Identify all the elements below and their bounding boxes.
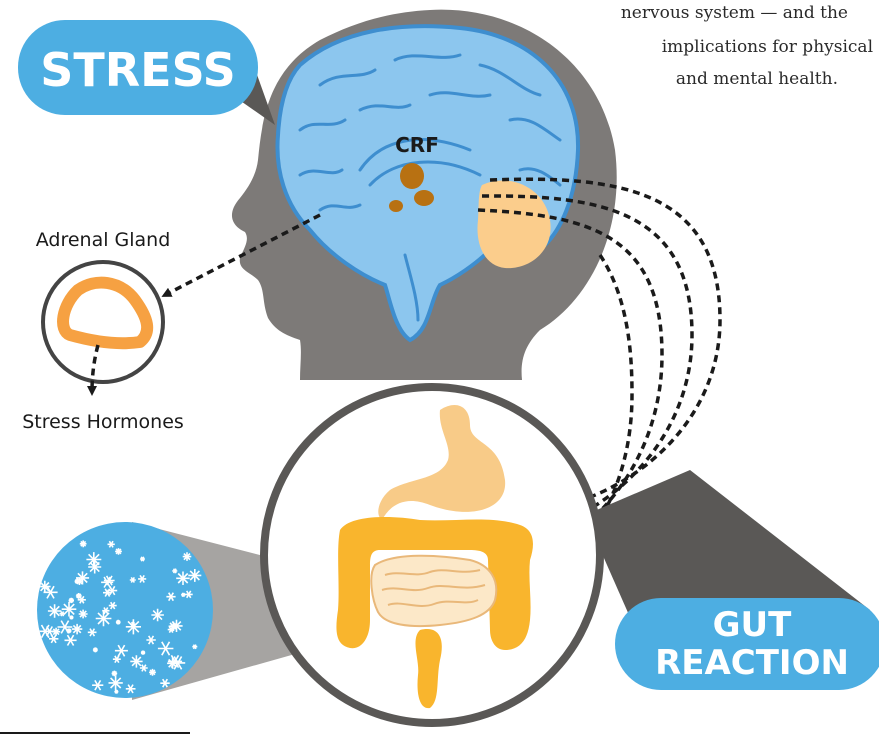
microbe-icon (151, 609, 164, 622)
microbe-icon (167, 658, 178, 669)
microbe-icon (116, 620, 121, 625)
pituitary-gland (414, 190, 434, 206)
microbe-icon (109, 676, 123, 690)
intro-line-3: and mental health. (676, 69, 838, 89)
hypothalamus-crf (400, 163, 424, 189)
microbe-icon (86, 552, 101, 567)
microbe-icon (69, 615, 73, 619)
microbe-icon (52, 628, 60, 636)
microbe-icon (96, 611, 112, 627)
microbe-icon (112, 671, 118, 677)
microbe-icon (188, 569, 201, 582)
microbe-icon (115, 548, 122, 555)
gut-label: GUT (713, 605, 793, 645)
microbe-icon (140, 557, 145, 561)
microbe-icon (169, 622, 179, 632)
microbe-icon (130, 655, 142, 667)
reaction-label: REACTION (655, 643, 849, 683)
small-intestine (371, 556, 496, 626)
crf-label: CRF (395, 133, 439, 157)
stress-label: STRESS (40, 43, 236, 97)
amygdala (389, 200, 403, 212)
microbe-icon (79, 610, 88, 619)
stress-hormones-label: Stress Hormones (22, 411, 184, 433)
intro-line-1: nervous system — and the (621, 3, 848, 23)
microbe-icon (149, 669, 156, 676)
microbe-icon (48, 604, 61, 618)
microbe-icon (88, 561, 101, 574)
microbe-icon (131, 622, 136, 626)
microbe-icon (141, 651, 145, 655)
microbe-icon (192, 645, 197, 649)
microbe-icon (114, 690, 118, 694)
microbe-icon (39, 581, 51, 593)
microbe-icon (80, 540, 87, 547)
microbe-icon (126, 619, 141, 634)
adrenal-gland-label: Adrenal Gland (36, 229, 171, 251)
intro-line-2: implications for physical (662, 37, 873, 57)
microbe-icon (176, 572, 190, 586)
